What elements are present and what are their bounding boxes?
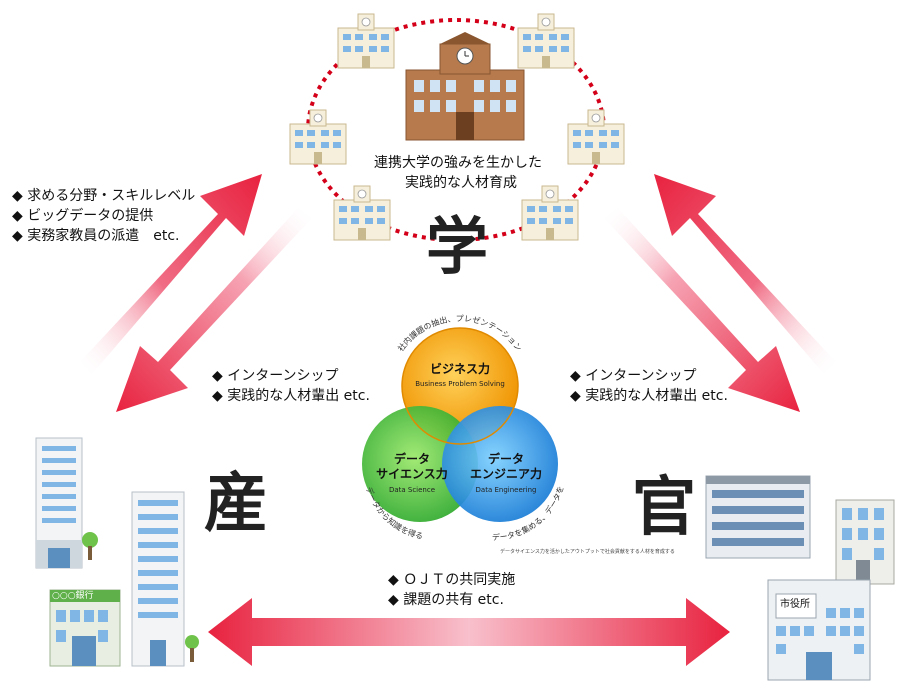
industry-to-university-list: ◆ 求める分野・スキルレベル ◆ ビッグデータの提供 ◆ 実務家教員の派遣 et…: [12, 186, 195, 246]
arrow-industry-to-university: [80, 174, 262, 374]
venn-business-subtitle: Business Problem Solving: [415, 380, 505, 388]
government-annex-building: [835, 499, 895, 585]
industry-office-building: [131, 491, 185, 667]
venn-science-circle: [362, 406, 478, 522]
bank-sign: ○○○銀行: [52, 591, 94, 601]
university-to-industry-list: ◆ インターンシップ ◆ 実践的な人材輩出 etc.: [212, 366, 370, 406]
venn-engineering-title-line1: データ: [487, 452, 524, 466]
small-university-building: [289, 109, 347, 165]
government-office-building: [705, 475, 811, 559]
arrow-university-to-government: [604, 208, 800, 412]
list-item: ◆ 実践的な人材輩出 etc.: [570, 388, 728, 404]
industry-tall-building: [35, 437, 83, 569]
venn-science-title-line1: データ: [393, 452, 430, 466]
university-caption-line1: 連携大学の強みを生かした: [374, 155, 542, 171]
city-hall-sign: 市役所: [780, 599, 810, 610]
university-to-government-list: ◆ インターンシップ ◆ 実践的な人材輩出 etc.: [570, 366, 728, 406]
industry-tree: [82, 532, 98, 560]
arrow-government-to-university: [654, 174, 836, 374]
industry-kanji: 産: [204, 466, 268, 541]
list-item: ◆ 実践的な人材輩出 etc.: [212, 388, 370, 404]
venn-engineering-circle: [442, 406, 558, 522]
list-item: ◆ 求める分野・スキルレベル: [12, 188, 196, 204]
list-item: ◆ ビッグデータの提供: [12, 208, 154, 224]
venn-science-title: データ サイエンス力: [376, 452, 448, 482]
industry-government-list: ◆ ＯＪＴの共同実施 ◆ 課題の共有 etc.: [388, 570, 515, 610]
venn-engineering-subtitle: Data Engineering: [475, 486, 537, 494]
list-item: ◆ インターンシップ: [212, 368, 339, 384]
venn-business-title: ビジネス力: [429, 362, 490, 376]
arrow-university-to-industry: [116, 208, 312, 412]
venn-engineering-title: データ エンジニア力: [470, 452, 542, 482]
list-item: ◆ 課題の共有 etc.: [388, 592, 504, 608]
arrow-industry-government: [208, 598, 730, 666]
venn-science-title-line2: サイエンス力: [376, 467, 448, 481]
government-kanji: 官: [632, 470, 696, 545]
list-item: ◆ インターンシップ: [570, 368, 697, 384]
bank-building: [49, 589, 121, 667]
small-university-building: [517, 13, 575, 69]
venn-science-subtitle: Data Science: [388, 486, 436, 494]
small-university-building: [337, 13, 395, 69]
list-item: ◆ ＯＪＴの共同実施: [388, 572, 516, 588]
city-hall-building: [767, 579, 871, 681]
small-university-building: [567, 109, 625, 165]
small-university-building: [333, 185, 391, 241]
small-university-building: [521, 185, 579, 241]
venn-footnote: データサイエンス力を活かしたアウトプットで社会貢献をする人材を育成する: [500, 549, 675, 555]
university-kanji: 学: [426, 210, 489, 283]
main-university-building: [405, 32, 525, 141]
university-caption-line2: 実践的な人材育成: [405, 175, 517, 191]
industry-tree: [185, 635, 199, 662]
venn-engineering-title-line2: エンジニア力: [470, 467, 543, 481]
list-item: ◆ 実務家教員の派遣 etc.: [12, 228, 180, 244]
